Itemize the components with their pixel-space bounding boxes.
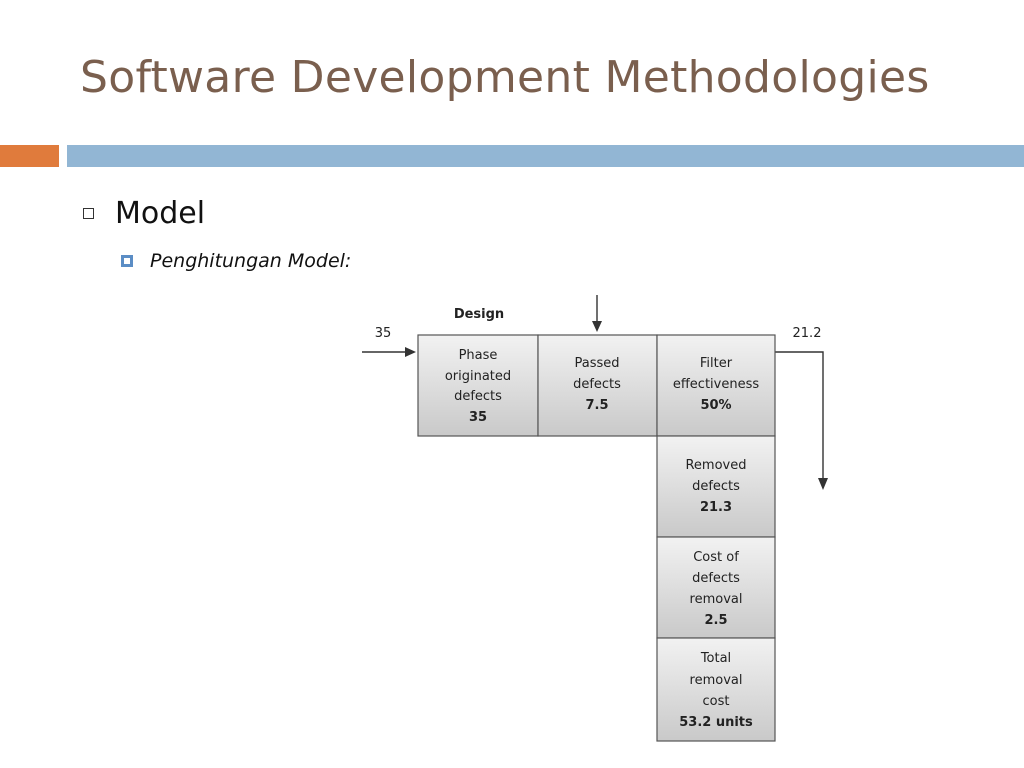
cell-line: Phase xyxy=(459,348,498,363)
bullet-level2: Penghitungan Model: xyxy=(121,250,351,272)
cell-line: defects xyxy=(454,389,502,404)
cell-filter-effectiveness: Filter effectiveness 50% xyxy=(656,334,776,437)
cell-passed-defects: Passed defects 7.5 xyxy=(537,334,658,437)
input-arrow-head xyxy=(405,347,416,357)
cell-value: 35 xyxy=(469,410,487,425)
bullet-level1-text: Model xyxy=(115,196,206,231)
bullet-level2-text: Penghitungan Model: xyxy=(150,250,352,272)
accent-bar-orange xyxy=(0,145,59,167)
cell-line: Cost of xyxy=(693,550,739,565)
slide-title: Software Development Methodologies xyxy=(80,52,930,103)
cell-value: 50% xyxy=(700,398,731,413)
cell-line: defects xyxy=(573,377,621,392)
input-value: 35 xyxy=(375,326,392,341)
cell-value: 2.5 xyxy=(704,613,727,628)
cell-line: Total xyxy=(700,651,731,666)
cell-total-removal-cost: Total removal cost 53.2 units xyxy=(656,637,776,742)
output-arrow xyxy=(775,351,824,480)
cell-line: removal xyxy=(690,592,743,607)
blue-square-bullet-icon xyxy=(121,255,133,267)
output-arrow-head xyxy=(818,478,828,490)
cell-line: effectiveness xyxy=(673,377,760,392)
hollow-square-bullet-icon xyxy=(83,208,94,219)
cell-line: Passed xyxy=(574,356,619,371)
cell-line: defects xyxy=(692,479,740,494)
cell-line: originated xyxy=(445,369,511,384)
cell-value: 21.3 xyxy=(700,500,732,515)
cell-removed-defects: Removed defects 21.3 xyxy=(656,435,776,538)
cell-value: 53.2 units xyxy=(679,715,753,730)
cell-line: Removed xyxy=(685,458,746,473)
phase-label: Design xyxy=(454,307,504,322)
bullet-level1: Model xyxy=(83,196,205,231)
accent-bar-blue xyxy=(67,145,1024,167)
top-arrow-head xyxy=(592,321,602,332)
cell-cost-of-removal: Cost of defects removal 2.5 xyxy=(656,536,776,639)
cell-line: cost xyxy=(703,694,730,709)
cell-line: Filter xyxy=(700,356,733,371)
cell-value: 7.5 xyxy=(585,398,608,413)
cell-phase-originated: Phase originated defects 35 xyxy=(417,334,539,437)
cell-line: defects xyxy=(692,571,740,586)
cell-line: removal xyxy=(690,673,743,688)
output-value: 21.2 xyxy=(793,326,822,341)
